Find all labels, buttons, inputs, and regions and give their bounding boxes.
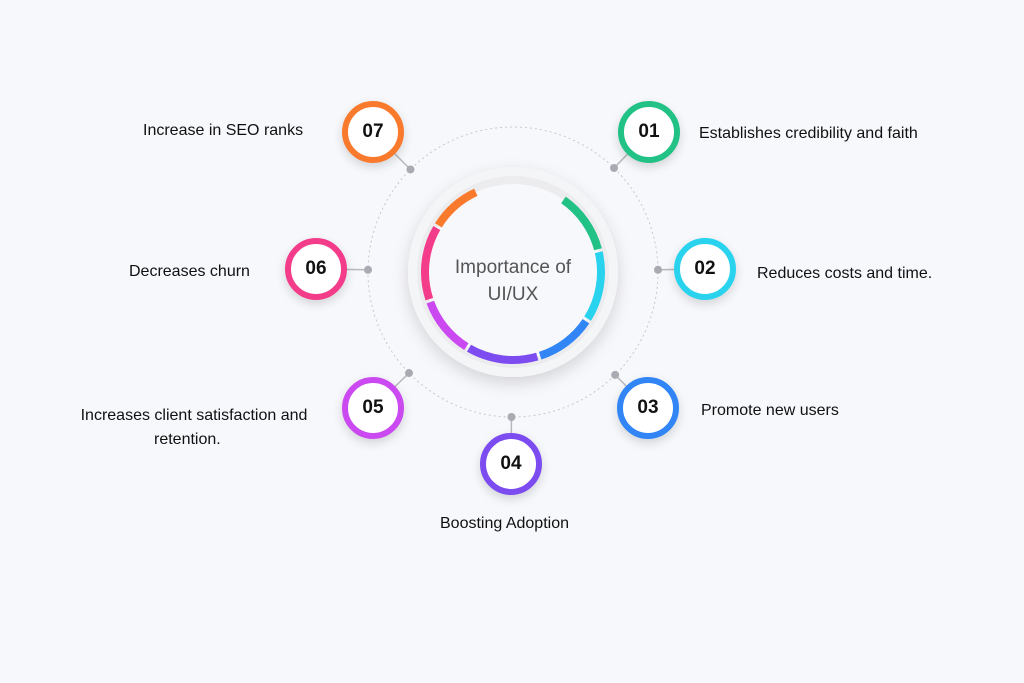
badge-03: 03 bbox=[617, 377, 679, 439]
connector-dot-05 bbox=[404, 369, 413, 378]
connector-dot-02 bbox=[653, 265, 662, 274]
center-title: Importance of UI/UX bbox=[433, 254, 593, 308]
label-07: Increase in SEO ranks bbox=[143, 122, 304, 139]
ring-segment-02 bbox=[584, 251, 605, 321]
connector-dot-04 bbox=[507, 412, 516, 421]
badge-05: 05 bbox=[342, 377, 404, 439]
connector-dot-01 bbox=[610, 163, 619, 172]
center-title-line1: Importance of bbox=[454, 257, 572, 278]
badge-06: 06 bbox=[285, 238, 347, 300]
ring-segment-01 bbox=[561, 196, 602, 251]
label-05-line2: retention. bbox=[154, 431, 221, 448]
ring-segment-07 bbox=[434, 188, 478, 228]
label-03: Promote new users bbox=[701, 402, 839, 419]
ring-segment-05 bbox=[426, 300, 469, 351]
label-02: Reduces costs and time. bbox=[757, 265, 933, 282]
ring-segment-03 bbox=[538, 318, 590, 360]
badge-02: 02 bbox=[674, 238, 736, 300]
label-04: Boosting Adoption bbox=[440, 515, 569, 532]
connector-dot-03 bbox=[611, 370, 620, 379]
badge-01: 01 bbox=[618, 101, 680, 163]
connector-dot-07 bbox=[406, 165, 415, 174]
connector-dot-06 bbox=[364, 265, 373, 274]
badge-04: 04 bbox=[480, 433, 542, 495]
label-05-line1: Increases client satisfaction and bbox=[80, 407, 308, 424]
label-06: Decreases churn bbox=[129, 263, 250, 280]
ring-segment-06 bbox=[421, 226, 441, 301]
center-title-line2: UI/UX bbox=[487, 284, 539, 305]
badge-07: 07 bbox=[342, 101, 404, 163]
label-05: Increases client satisfaction and retent… bbox=[60, 404, 328, 452]
label-01: Establishes credibility and faith bbox=[699, 125, 918, 142]
ring-segment-04 bbox=[467, 344, 539, 364]
